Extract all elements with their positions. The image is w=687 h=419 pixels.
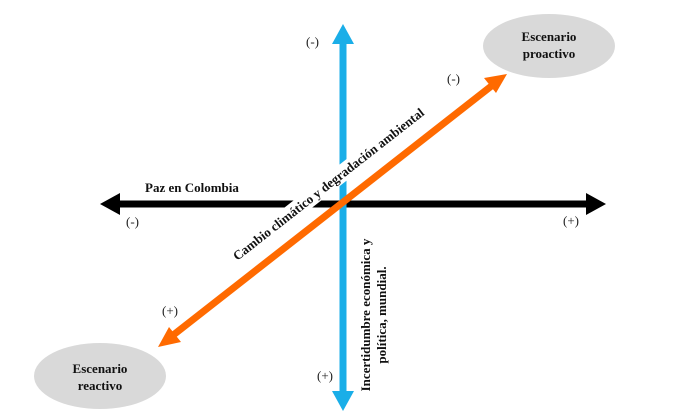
- reactive-line1: Escenario: [73, 361, 128, 376]
- diagonal-axis-label: Cambio climático y degradación ambiental: [230, 105, 427, 264]
- diagonal-top-sign: (-): [447, 71, 460, 86]
- vertical-bottom-sign: (+): [317, 368, 333, 383]
- horizontal-axis-arrow: [100, 193, 606, 215]
- proactive-line2: proactivo: [523, 46, 575, 61]
- vertical-axis-label-line1: Incertidumbre económica y: [358, 238, 373, 391]
- reactive-scenario-ellipse: [34, 343, 166, 409]
- horizontal-right-sign: (+): [563, 213, 579, 228]
- proactive-scenario-ellipse: [483, 14, 615, 78]
- diagonal-axis-arrow: [158, 74, 507, 347]
- horizontal-axis-label: Paz en Colombia: [145, 180, 239, 195]
- horizontal-left-sign: (-): [126, 214, 139, 229]
- proactive-line1: Escenario: [522, 29, 577, 44]
- vertical-top-sign: (-): [306, 34, 319, 49]
- vertical-axis-label-line2: política, mundial.: [374, 266, 389, 363]
- vertical-axis-arrow: [332, 24, 354, 411]
- reactive-line2: reactivo: [78, 378, 123, 393]
- diagonal-bottom-sign: (+): [162, 303, 178, 318]
